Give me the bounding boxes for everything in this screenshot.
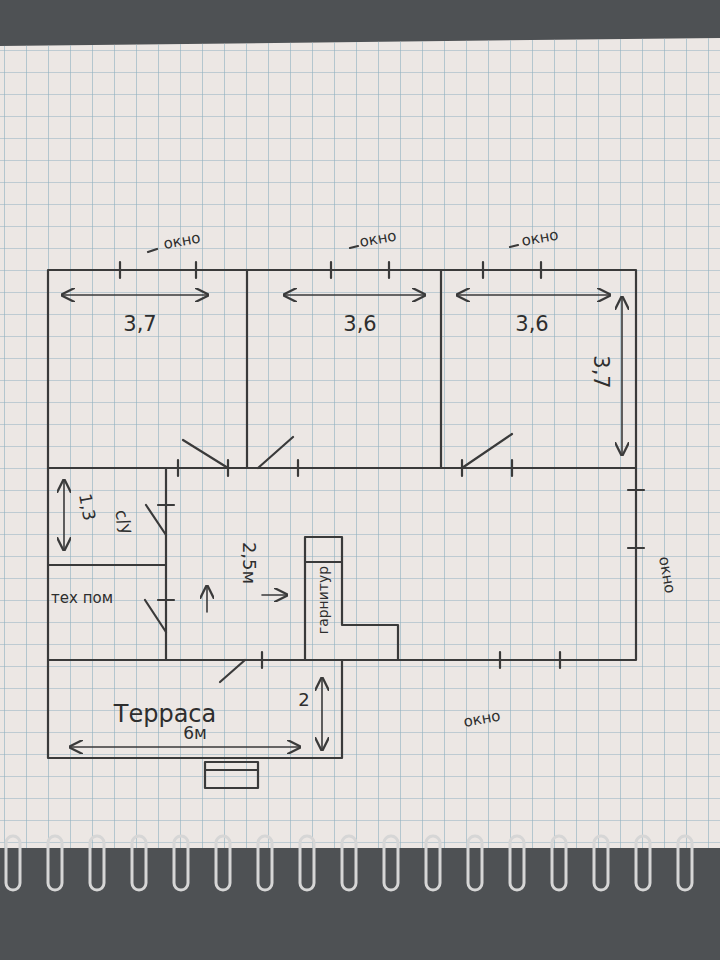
room-dimension: 6м: [183, 724, 207, 743]
room-name: тех пом: [51, 590, 113, 607]
window-label: окно: [520, 227, 560, 250]
room: 3,6 3,7: [441, 270, 636, 468]
room-dimension: 3,6: [343, 313, 376, 336]
dimension-line: [70, 746, 300, 748]
room-dimension: 3,7: [588, 355, 611, 388]
dimension-line: [321, 678, 323, 750]
dimension-line: [63, 480, 65, 550]
hall-kitchen: 2,5м гарнитур: [166, 468, 636, 660]
room-name: с/у: [111, 507, 137, 537]
inner-wall: [48, 270, 636, 660]
kitchen-unit: [305, 537, 398, 660]
room-dimension: 3,6: [515, 313, 548, 336]
entrance-step: [205, 769, 258, 771]
furniture-name: гарнитур: [316, 566, 331, 634]
window-mark: [120, 262, 644, 668]
graph-grid: [0, 38, 720, 848]
dimension-line: [621, 297, 623, 455]
room: 3,7: [48, 270, 247, 468]
terrace-outline: [48, 660, 342, 758]
door-swing: [145, 434, 512, 682]
room-dimension: 3,7: [123, 313, 156, 336]
window-label: окно: [462, 708, 502, 731]
paper-sheet: [0, 38, 720, 848]
dimension-line: [284, 294, 425, 296]
dimension-arrow: [262, 594, 287, 596]
room: 3,6: [247, 270, 441, 468]
bathroom: 1,3 с/у: [48, 468, 166, 565]
room-dimension: 2: [298, 690, 309, 710]
dimension-line: [62, 294, 208, 296]
dimension-arrow: [206, 586, 208, 612]
terrace: Терраса6м2: [48, 660, 342, 758]
kitchen-unit: гарнитур: [305, 537, 342, 660]
utility-room: тех пом: [48, 565, 166, 660]
entrance-step: [205, 762, 258, 788]
window-label: окно: [358, 228, 398, 251]
spiral-binding: [6, 836, 692, 890]
outer-wall: [48, 270, 636, 660]
dimension-line: [457, 294, 610, 296]
room-dimension: 1,3: [75, 492, 98, 522]
door-mark: [158, 460, 512, 668]
window-label: окно: [162, 230, 202, 253]
window-label: окно: [656, 555, 679, 595]
room-dimension: 2,5м: [239, 542, 259, 584]
leader-dash: [148, 245, 518, 252]
